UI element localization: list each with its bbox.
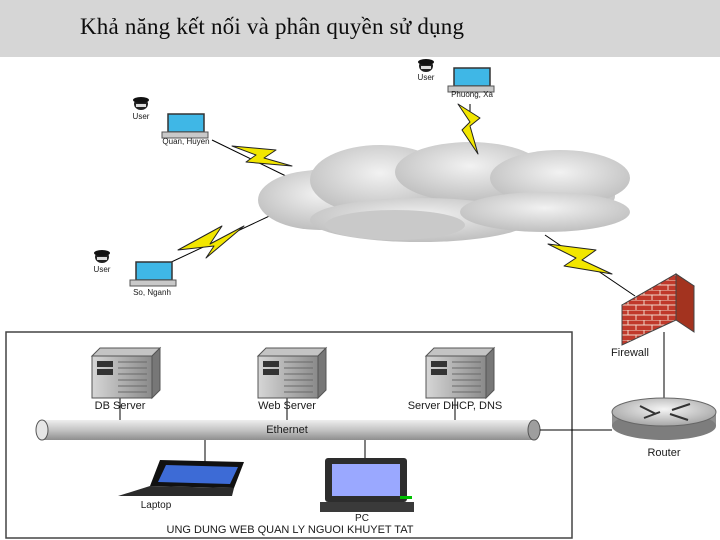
remote-site-phuong-xa: User Phuong, Xa: [418, 59, 495, 99]
remote-site-so-nganh: User So, Nganh: [94, 250, 177, 297]
server-drops: [119, 396, 456, 462]
user-label: User: [94, 265, 111, 274]
ethernet-bus: [35, 419, 612, 441]
firewall-icon: [621, 273, 695, 346]
wireless-links: [177, 103, 613, 275]
server-label: DB Server: [95, 400, 146, 412]
lightning-icon: [457, 103, 481, 155]
workstation-icon: [447, 67, 495, 93]
page-title: Khả năng kết nối và phân quyền sử dụng: [80, 14, 465, 39]
lan-boundary: [5, 331, 573, 539]
system-caption: UNG DUNG WEB QUAN LY NGUOI KHUYET TAT: [167, 524, 414, 536]
workstation-icon: [161, 113, 209, 139]
laptop-label: Laptop: [141, 500, 172, 511]
laptop-icon: [118, 460, 244, 496]
server-label: Server DHCP, DNS: [408, 400, 503, 412]
site-label: Quan, Huyen: [162, 137, 209, 146]
site-label: Phuong, Xa: [451, 90, 493, 99]
user-icon: [94, 250, 110, 263]
user-icon: [418, 59, 434, 72]
pc-label: PC: [355, 513, 369, 524]
pc-icon: [320, 458, 414, 512]
user-icon: [133, 97, 149, 110]
user-label: User: [133, 112, 150, 121]
lightning-icon: [177, 225, 245, 259]
lightning-icon: [547, 243, 613, 275]
router-icon: [611, 397, 717, 440]
title-bar: Khả năng kết nối và phân quyền sử dụng: [0, 0, 720, 57]
router-label: Router: [647, 447, 680, 459]
internet-cloud-icon: [258, 142, 630, 242]
user-label: User: [418, 73, 435, 82]
workstation-icon: [129, 261, 177, 287]
db-server-icon: [90, 346, 162, 400]
web-server-icon: [256, 346, 328, 400]
remote-site-quan-huyen: User Quan, Huyen: [133, 97, 210, 146]
site-label: So, Nganh: [133, 288, 171, 297]
lightning-icon: [231, 145, 293, 167]
dhcp-dns-server-icon: [424, 346, 496, 400]
ethernet-label: Ethernet: [266, 424, 308, 436]
firewall-label: Firewall: [611, 347, 649, 359]
server-label: Web Server: [258, 400, 316, 412]
